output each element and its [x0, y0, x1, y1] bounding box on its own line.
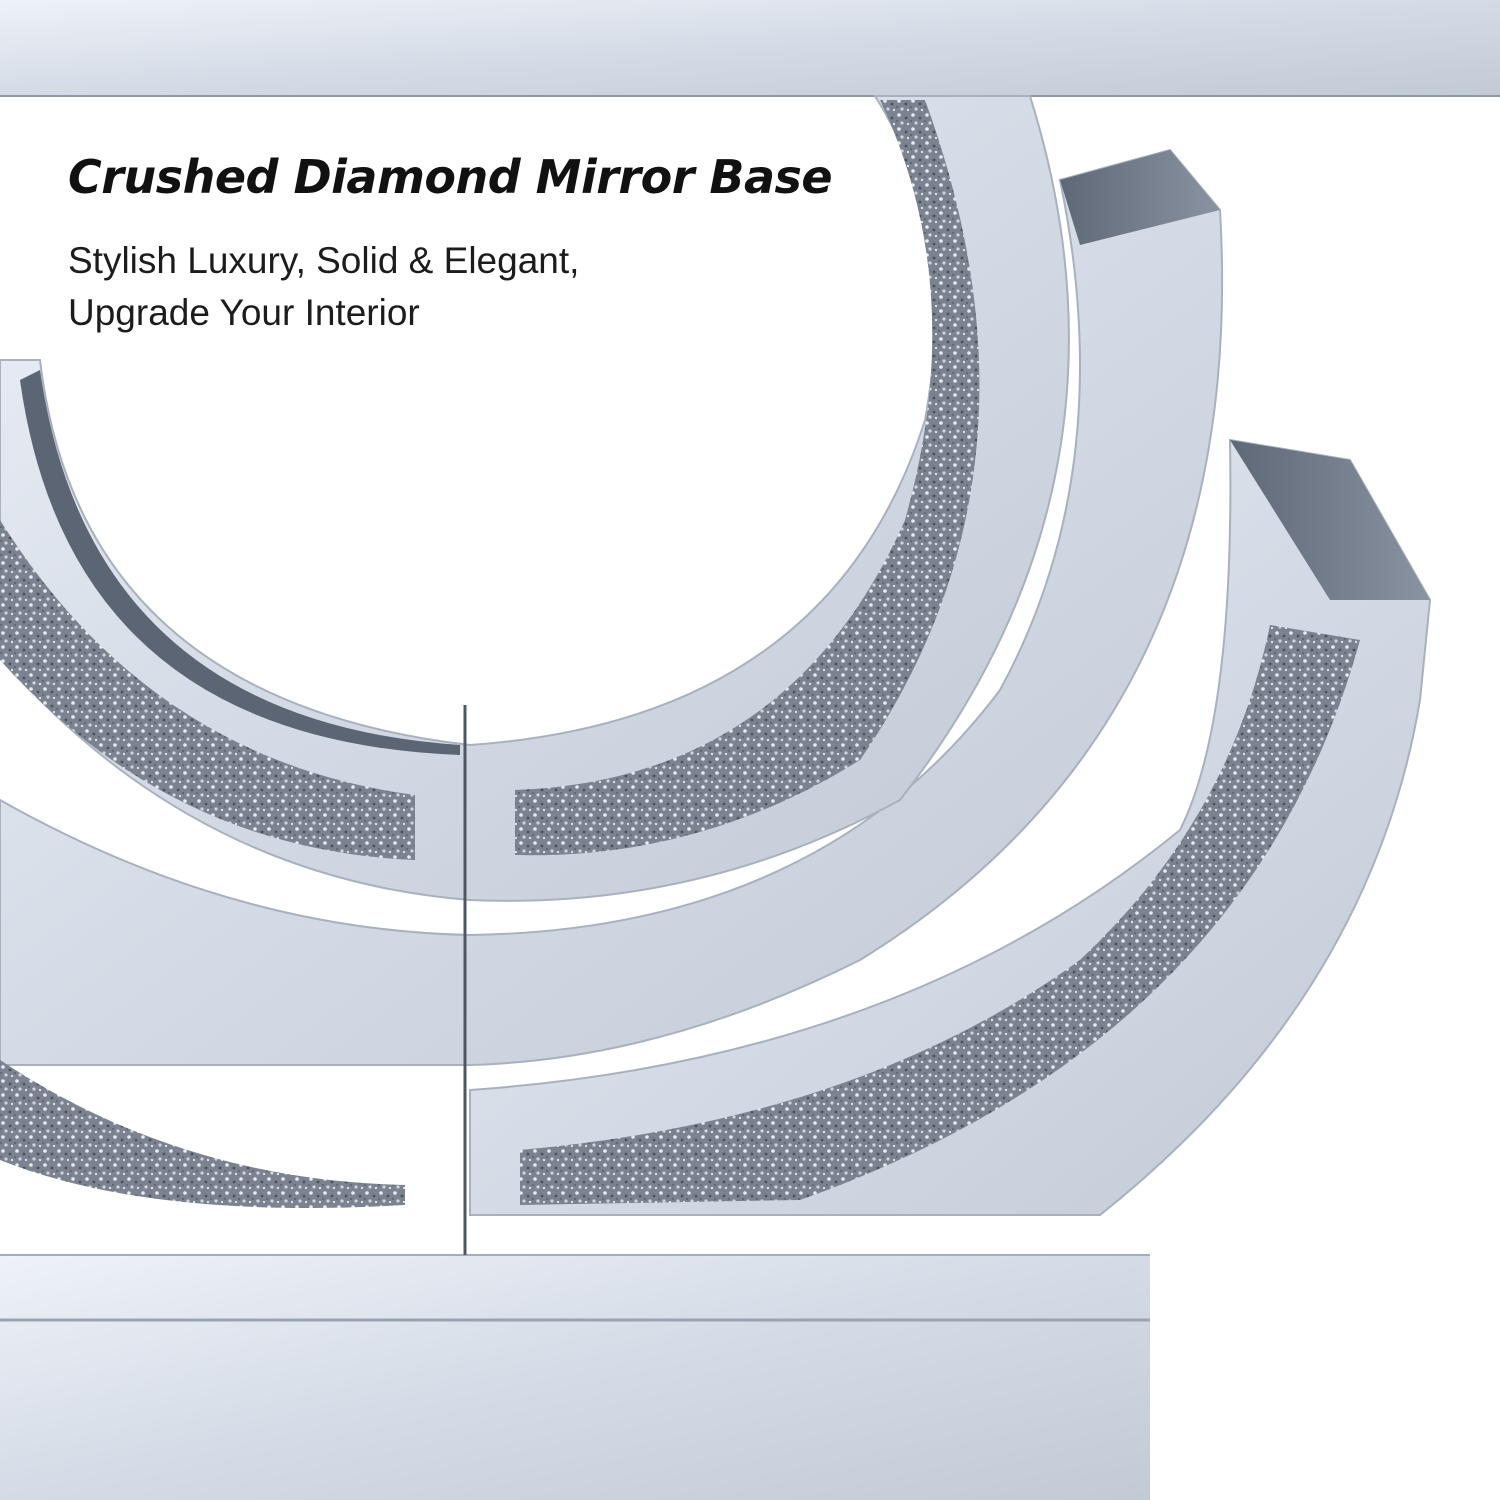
crushed-diamond-inlay-outer	[520, 625, 1360, 1205]
crushed-diamond-inlay-outer-left	[0, 1060, 405, 1208]
crushed-diamond-inlay-inner	[515, 100, 980, 856]
table-top	[0, 0, 1500, 96]
outer-arc-top-block	[1230, 440, 1430, 600]
base-plinth	[0, 1255, 1150, 1500]
subline-line-1: Stylish Luxury, Solid & Elegant,	[68, 240, 580, 282]
crushed-diamond-inlay-inner-left	[0, 520, 415, 860]
subline-line-2: Upgrade Your Interior	[68, 292, 420, 334]
outer-arc-segment	[469, 438, 1432, 1216]
middle-arc-segment	[0, 148, 1224, 1066]
headline: Crushed Diamond Mirror Base	[68, 150, 833, 204]
caption-block: Crushed Diamond Mirror Base Stylish Luxu…	[68, 150, 868, 339]
middle-arc-top-block	[1060, 150, 1220, 245]
